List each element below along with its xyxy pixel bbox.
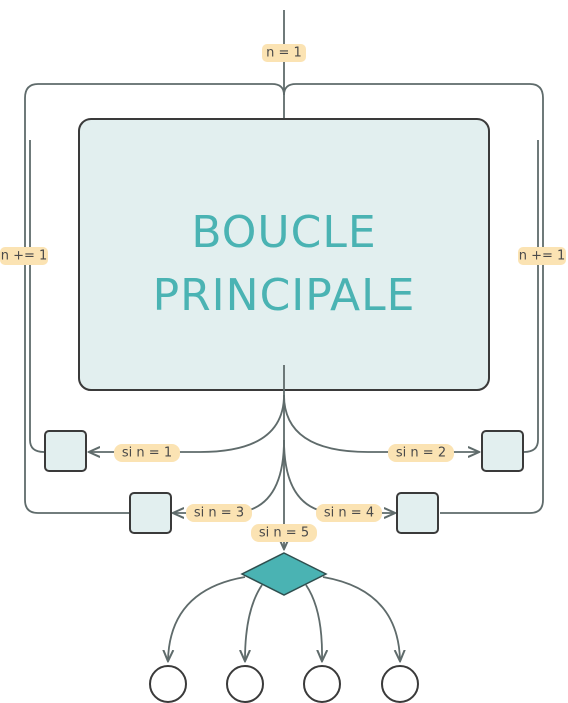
- out-edge-3: [305, 584, 322, 660]
- label-cond-2: si n = 2: [388, 444, 454, 462]
- action-box-4: [396, 492, 439, 534]
- branch-1-edge: [90, 394, 285, 452]
- label-cond-2-text: si n = 2: [396, 446, 446, 461]
- label-incr-left-text: n += 1: [1, 249, 48, 264]
- label-init-text: n = 1: [266, 46, 302, 61]
- branch-3-edge: [174, 439, 285, 513]
- left-loop-edge: [24, 83, 285, 514]
- action-box-2: [481, 430, 524, 472]
- out-edge-4: [322, 576, 400, 660]
- action-box-3: [129, 492, 172, 534]
- branch-4-edge: [283, 439, 394, 513]
- label-cond-3: si n = 3: [186, 504, 252, 522]
- branch-2-edge: [283, 394, 478, 452]
- main-box-title-line2: PRINCIPALE: [153, 270, 416, 321]
- label-init: n = 1: [262, 44, 306, 62]
- out-edge-2: [245, 584, 263, 660]
- left-inner-loop-edge: [29, 140, 45, 453]
- label-incr-left: n += 1: [0, 247, 48, 265]
- right-inner-loop-edge: [523, 140, 539, 453]
- terminal-circle-1: [149, 665, 187, 703]
- terminal-circle-4: [381, 665, 419, 703]
- label-cond-1: si n = 1: [114, 444, 180, 462]
- label-cond-4-text: si n = 4: [324, 506, 374, 521]
- label-cond-1-text: si n = 1: [122, 446, 172, 461]
- terminal-circle-2: [226, 665, 264, 703]
- label-incr-right-text: n += 1: [519, 249, 566, 264]
- terminal-circle-3: [303, 665, 341, 703]
- label-cond-5-text: si n = 5: [259, 526, 309, 541]
- right-loop-edge: [283, 83, 544, 514]
- label-cond-4: si n = 4: [316, 504, 382, 522]
- label-cond-5: si n = 5: [251, 524, 317, 542]
- out-edge-1: [168, 576, 246, 660]
- label-cond-3-text: si n = 3: [194, 506, 244, 521]
- action-box-1: [44, 430, 87, 472]
- decision-diamond: [240, 552, 328, 596]
- label-incr-right: n += 1: [518, 247, 566, 265]
- main-box-title-line1: BOUCLE: [191, 207, 376, 258]
